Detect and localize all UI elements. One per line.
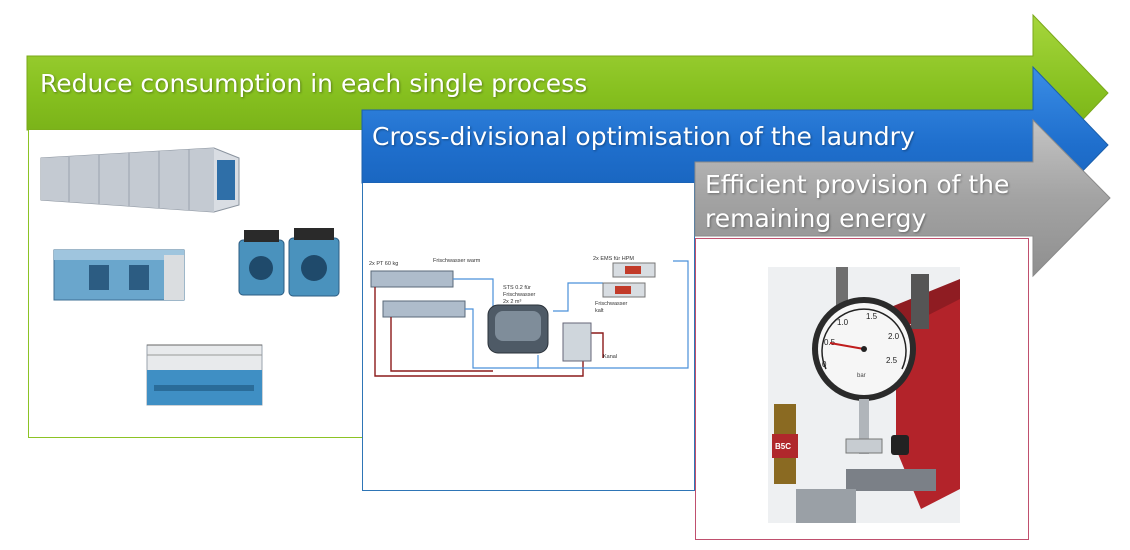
valve-handle — [891, 435, 909, 455]
process-flow-diagram: 2x PT 60 kg Frischwasser warm STS 0.2 fü… — [369, 256, 689, 377]
green-arrow-label: Reduce consumption in each single proces… — [40, 69, 588, 98]
diagram-warm-label: Frischwasser warm — [433, 258, 481, 264]
diagram-ems-label: 2x EMS für HPM — [593, 256, 634, 262]
diagram-sts-line2: Frischwasser — [503, 292, 536, 298]
sensor-tag: B5C — [775, 442, 791, 451]
diagram-sts-line3: 2x 2 m³ — [503, 299, 522, 305]
gray-arrow-label-line1: Efficient provision of the — [705, 170, 1010, 199]
gauge-tick-25: 2.5 — [886, 356, 898, 365]
gauge-tick-15: 1.5 — [866, 312, 878, 321]
pressure-gauge-photo: 0 0.5 1.0 1.5 2.0 2.5 bar B5C — [768, 267, 960, 523]
gauge-tick-20: 2.0 — [888, 332, 900, 341]
process-diagram-card: 2x PT 60 kg Frischwasser warm STS 0.2 fü… — [362, 183, 695, 491]
diagram-pt-label: 2x PT 60 kg — [369, 261, 398, 267]
diagram-cold-line1: Frischwasser — [595, 301, 628, 307]
gauge-photo-card: 0 0.5 1.0 1.5 2.0 2.5 bar B5C — [695, 238, 1029, 540]
diagram-cold-line2: kalt — [595, 308, 604, 314]
machines-card — [28, 130, 373, 438]
gauge-tick-05: 0.5 — [824, 338, 836, 347]
gauge-unit: bar — [857, 373, 866, 379]
gauge-tick-10: 1.0 — [837, 318, 849, 327]
gauge-dial: 0 0.5 1.0 1.5 2.0 2.5 bar — [812, 297, 916, 401]
diagram-drain-label: Kanal — [603, 354, 617, 360]
gray-arrow-label-line2: remaining energy — [705, 204, 927, 233]
gauge-tick-0: 0 — [822, 360, 827, 369]
blue-arrow-label: Cross-divisional optimisation of the lau… — [372, 122, 915, 151]
laundry-machines-illustration — [40, 147, 340, 406]
diagram-sts-line1: STS 0.2 für — [503, 285, 531, 291]
